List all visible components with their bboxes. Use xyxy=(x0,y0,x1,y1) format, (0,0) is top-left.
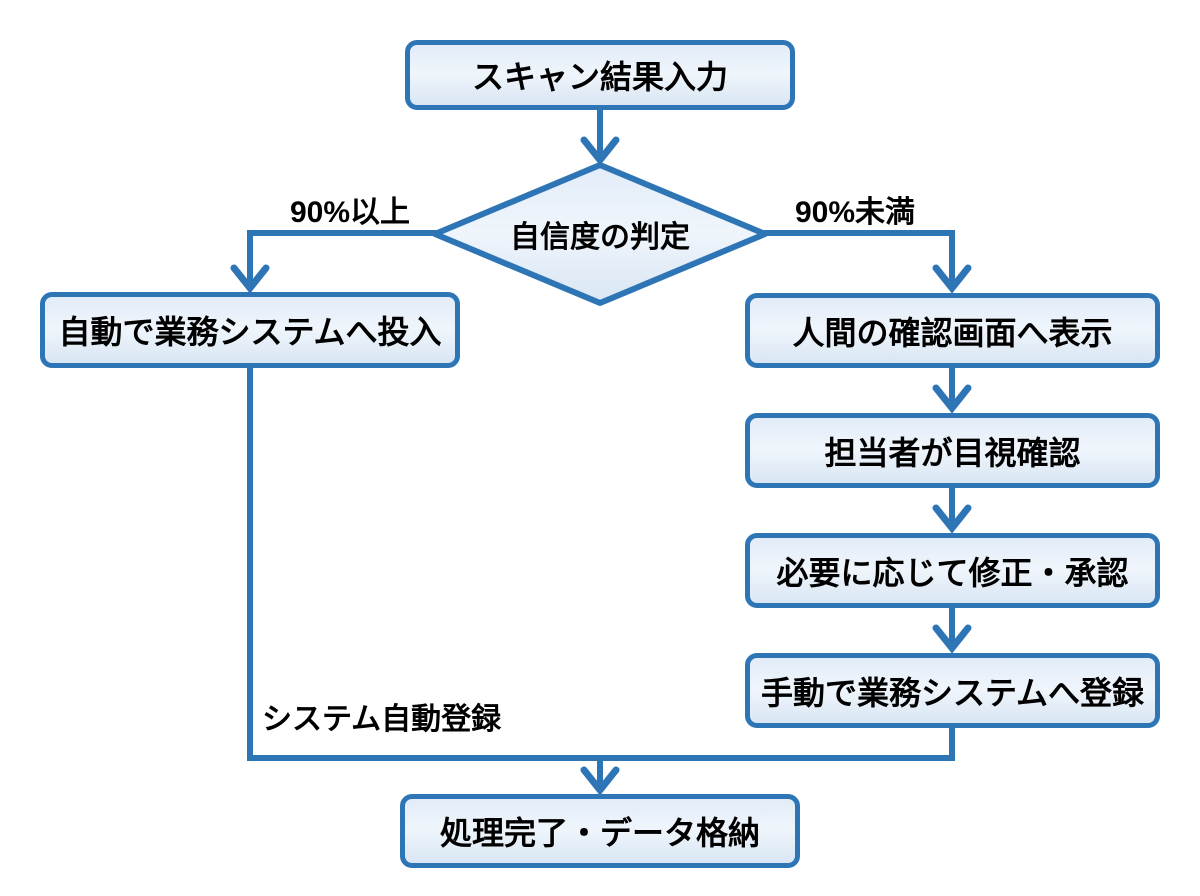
node-start: スキャン結果入力 xyxy=(405,40,795,110)
arrowhead-display xyxy=(932,264,972,294)
node-manual-register: 手動で業務システムへ登録 xyxy=(745,653,1160,728)
edge-decision-display xyxy=(763,230,955,284)
edge-decision-auto xyxy=(247,230,437,284)
arrowhead-decision xyxy=(580,136,620,166)
node-visual-check: 担当者が目視確認 xyxy=(745,413,1160,488)
arrowhead-done xyxy=(580,766,620,796)
branch-label-right: 90%未満 xyxy=(794,196,916,229)
arrowhead-revise xyxy=(932,504,972,534)
node-auto-input: 自動で業務システムへ投入 xyxy=(40,292,460,368)
node-done: 処理完了・データ格納 xyxy=(400,794,800,868)
arrowhead-manual xyxy=(932,624,972,654)
node-decision-label: 自信度の判定 xyxy=(510,221,690,254)
branch-label-left: 90%以上 xyxy=(289,196,411,229)
arrowhead-check xyxy=(932,384,972,414)
decision-diamond xyxy=(432,162,768,306)
arrowhead-auto xyxy=(230,264,270,294)
node-revise-approve: 必要に応じて修正・承認 xyxy=(745,533,1160,608)
auto-path-label: システム自動登録 xyxy=(262,703,502,736)
node-human-display: 人間の確認画面へ表示 xyxy=(745,293,1160,368)
